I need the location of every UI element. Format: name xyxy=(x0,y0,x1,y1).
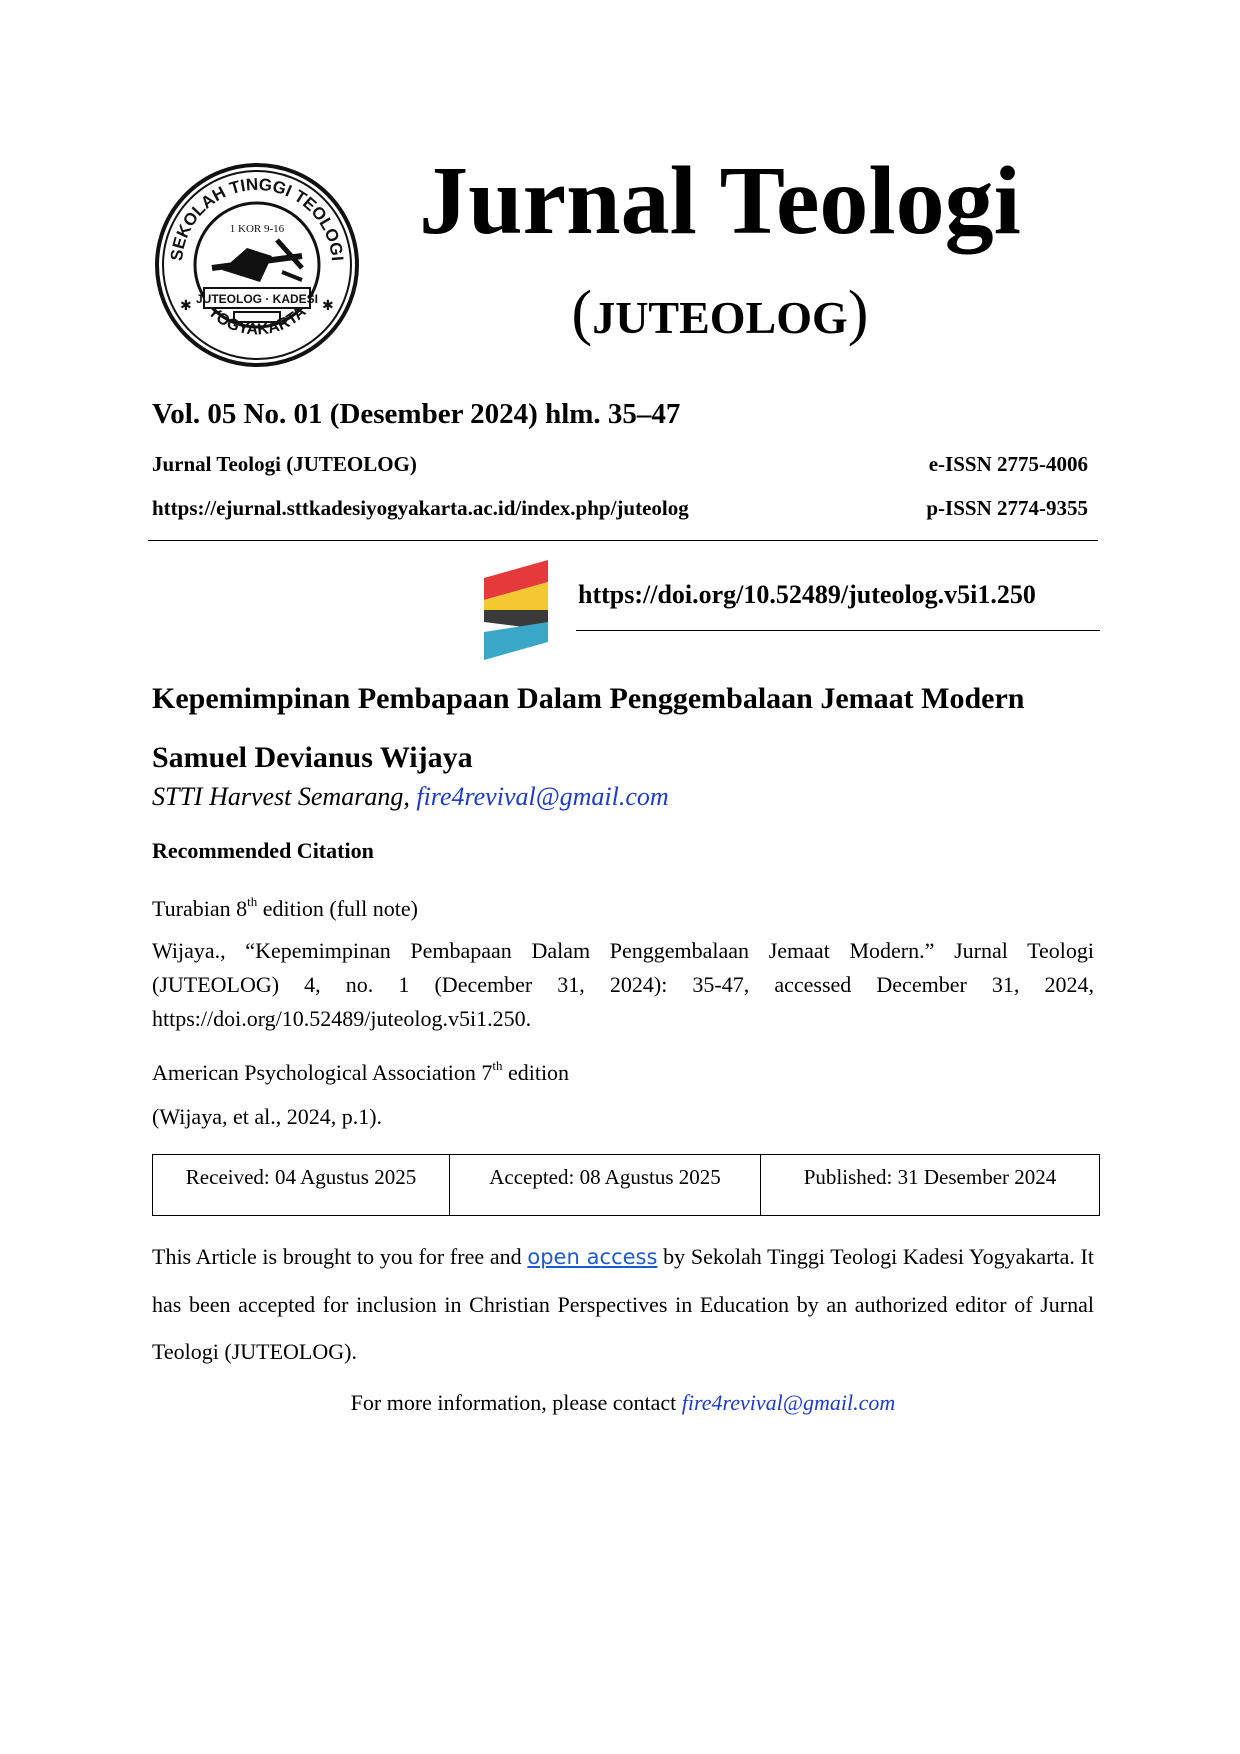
apa-citation: (Wijaya, et al., 2024, p.1). xyxy=(152,1104,383,1129)
seal-center-text: JUTEOLOG · KADESI xyxy=(196,292,318,306)
journal-abbreviation: (JUTEOLOG) xyxy=(360,282,1080,344)
crossref-icon xyxy=(484,560,548,660)
published-date: Published: 31 Desember 2024 xyxy=(760,1154,1100,1216)
seal-verse-text: 1 KOR 9-16 xyxy=(230,223,285,235)
contact-email-link[interactable]: fire4revival@gmail.com xyxy=(681,1390,896,1415)
doi-link[interactable]: https://doi.org/10.52489/juteolog.v5i1.2… xyxy=(578,580,1036,609)
accepted-date: Accepted: 08 Agustus 2025 xyxy=(449,1154,761,1216)
abbr-open-paren: ( xyxy=(571,279,593,347)
journal-title: Jurnal Teologi xyxy=(419,147,1021,255)
eissn: e-ISSN 2775-4006 xyxy=(928,452,1088,476)
turabian-label: Turabian 8th edition (full note) xyxy=(152,893,418,921)
received-date: Received: 04 Agustus 2025 xyxy=(152,1154,450,1216)
turabian-citation: Wijaya., “Kepemimpinan Pembapaan Dalam P… xyxy=(152,938,1094,1031)
institution-seal-logo: SEKOLAH TINGGI TEOLOGI YOGYAKARTA 1 KOR … xyxy=(152,160,362,370)
svg-text:✱: ✱ xyxy=(322,299,334,314)
volume-line: Vol. 05 No. 01 (Desember 2024) hlm. 35–4… xyxy=(152,398,681,430)
article-title: Kepemimpinan Pembapaan Dalam Penggembala… xyxy=(152,682,1025,715)
abbr-close-paren: ) xyxy=(847,279,869,347)
author-affiliation: STTI Harvest Semarang, fire4revival@gmai… xyxy=(152,782,669,812)
abbr-text: JUTEOLOG xyxy=(592,292,848,343)
recommended-citation-heading: Recommended Citation xyxy=(152,838,374,863)
publication-dates-table: Received: 04 Agustus 2025 Accepted: 08 A… xyxy=(152,1154,1100,1216)
svg-text:✱: ✱ xyxy=(180,299,192,314)
open-access-statement: This Article is brought to you for free … xyxy=(152,1244,1094,1364)
journal-name: Jurnal Teologi (JUTEOLOG) xyxy=(152,452,417,476)
header-divider xyxy=(148,540,1098,541)
author-email-link[interactable]: fire4revival@gmail.com xyxy=(416,782,669,811)
affiliation-text: STTI Harvest Semarang, xyxy=(152,782,417,811)
apa-label: American Psychological Association 7th e… xyxy=(152,1057,570,1085)
contact-line: For more information, please contact fir… xyxy=(350,1390,896,1415)
journal-url[interactable]: https://ejurnal.sttkadesiyogyakarta.ac.i… xyxy=(152,496,689,520)
doi-underline xyxy=(576,630,1100,631)
seal-graphic: SEKOLAH TINGGI TEOLOGI YOGYAKARTA 1 KOR … xyxy=(155,163,359,367)
open-access-link[interactable]: open access xyxy=(527,1245,658,1269)
author-name: Samuel Devianus Wijaya xyxy=(152,741,473,774)
pissn: p-ISSN 2774-9355 xyxy=(926,496,1088,520)
